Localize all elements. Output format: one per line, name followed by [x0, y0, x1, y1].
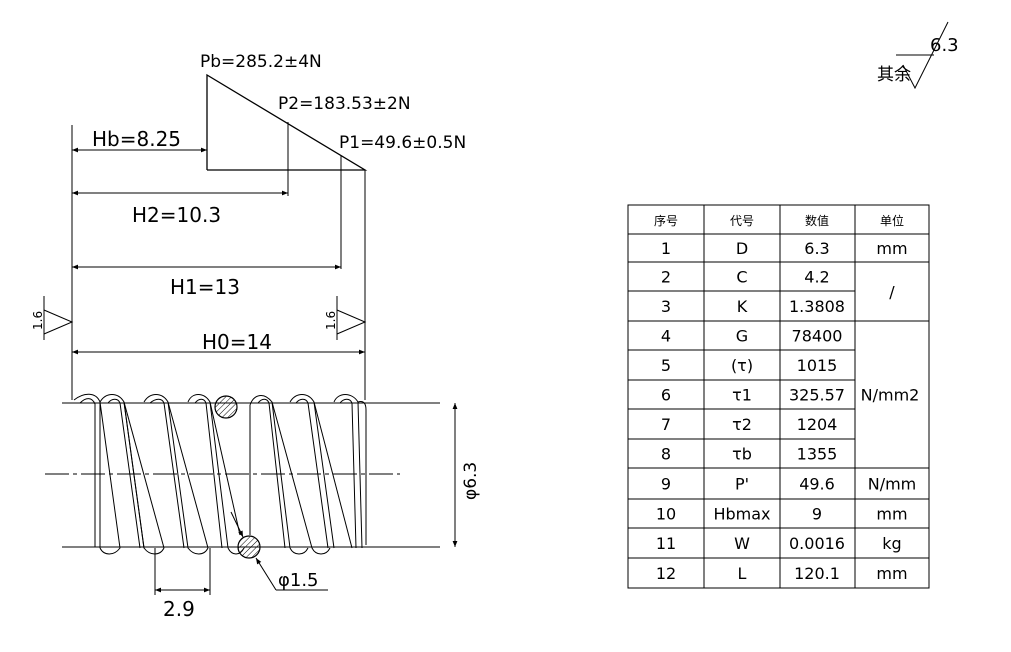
- table-cell: 1: [661, 239, 671, 258]
- table-cell: kg: [882, 534, 901, 553]
- table-header-cell: 数值: [805, 213, 829, 228]
- table-cell: 78400: [792, 327, 843, 346]
- roughness-value: 6.3: [930, 35, 959, 56]
- wire-section-bottom: [237, 535, 261, 559]
- table-cell: 1355: [797, 445, 838, 464]
- table-cell: 325.57: [789, 386, 845, 405]
- table-cell: (τ): [731, 356, 753, 375]
- table-cell: 7: [661, 415, 671, 434]
- table-cell: K: [737, 297, 748, 316]
- table-merged-unit-stress: N/mm2: [861, 386, 920, 405]
- table-cell: 49.6: [799, 475, 835, 494]
- h0-label: H0=14: [202, 330, 272, 354]
- load-p1-label: P1=49.6±0.5N: [339, 133, 466, 153]
- table-cell: 8: [661, 445, 671, 464]
- table-cell: 6: [661, 386, 671, 405]
- table-cell: 6.3: [804, 239, 829, 258]
- wire-diameter-leader: [230, 511, 328, 591]
- h1-label: H1=13: [170, 275, 240, 299]
- table-cell: W: [734, 534, 750, 553]
- load-diagram: [206, 73, 368, 400]
- spring-body: [45, 393, 440, 559]
- pitch-label: 2.9: [163, 597, 195, 621]
- table-text: 序号 代号 数值 单位 1 D 6.3 mm 2 C 4.2 3 K 1.3808 4 G 78400 5 (τ) 1…: [654, 213, 919, 583]
- table-cell: 1015: [797, 356, 838, 375]
- table-cell: 3: [661, 297, 671, 316]
- table-cell: 10: [656, 505, 676, 524]
- table-cell: Hbmax: [713, 505, 770, 524]
- h2-label: H2=10.3: [132, 203, 221, 227]
- load-pb-label: Pb=285.2±4N: [200, 52, 322, 72]
- table-cell: 12: [656, 564, 676, 583]
- table-cell: L: [738, 564, 747, 583]
- hb-label: Hb=8.25: [92, 127, 181, 151]
- pitch-dimension: [154, 548, 211, 595]
- table-header-cell: 代号: [730, 214, 754, 228]
- left-end-roughness: 1.6: [31, 296, 74, 340]
- table-cell: 5: [661, 356, 671, 375]
- table-cell: 9: [661, 475, 671, 494]
- table-cell: 1204: [797, 415, 838, 434]
- table-cell: mm: [876, 239, 907, 258]
- table-cell: 11: [656, 534, 676, 553]
- table-merged-unit-dimensionless: /: [889, 283, 895, 302]
- parameter-table: [627, 204, 930, 589]
- table-cell: mm: [876, 505, 907, 524]
- spring-coils: [73, 393, 367, 555]
- table-cell: τb: [732, 445, 752, 464]
- outer-diameter-label: φ6.3: [461, 462, 481, 500]
- right-end-roughness: 1.6: [324, 296, 367, 340]
- table-header-cell: 单位: [880, 213, 904, 228]
- load-p2-label: P2=183.53±2N: [278, 94, 411, 114]
- table-cell: N/mm: [868, 475, 917, 494]
- table-cell: 1.3808: [789, 297, 845, 316]
- table-cell: 9: [812, 505, 822, 524]
- table-cell: G: [736, 327, 748, 346]
- table-cell: 4.2: [804, 268, 829, 287]
- table-cell: P': [735, 475, 749, 494]
- table-cell: τ2: [732, 415, 752, 434]
- wire-diameter-label: φ1.5: [278, 570, 319, 591]
- table-cell: 4: [661, 327, 671, 346]
- table-cell: τ1: [732, 386, 752, 405]
- roughness-prefix: 其余: [877, 65, 911, 85]
- right-roughness-value: 1.6: [324, 311, 338, 330]
- table-cell: 0.0016: [789, 534, 845, 553]
- table-cell: 2: [661, 268, 671, 287]
- table-header-cell: 序号: [654, 213, 678, 228]
- table-cell: D: [736, 239, 748, 258]
- table-cell: C: [736, 268, 747, 287]
- table-cell: mm: [876, 564, 907, 583]
- wire-section-top: [214, 395, 238, 419]
- table-cell: 120.1: [794, 564, 840, 583]
- left-roughness-value: 1.6: [31, 311, 45, 330]
- surface-roughness-symbol: 其余 6.3: [877, 21, 959, 90]
